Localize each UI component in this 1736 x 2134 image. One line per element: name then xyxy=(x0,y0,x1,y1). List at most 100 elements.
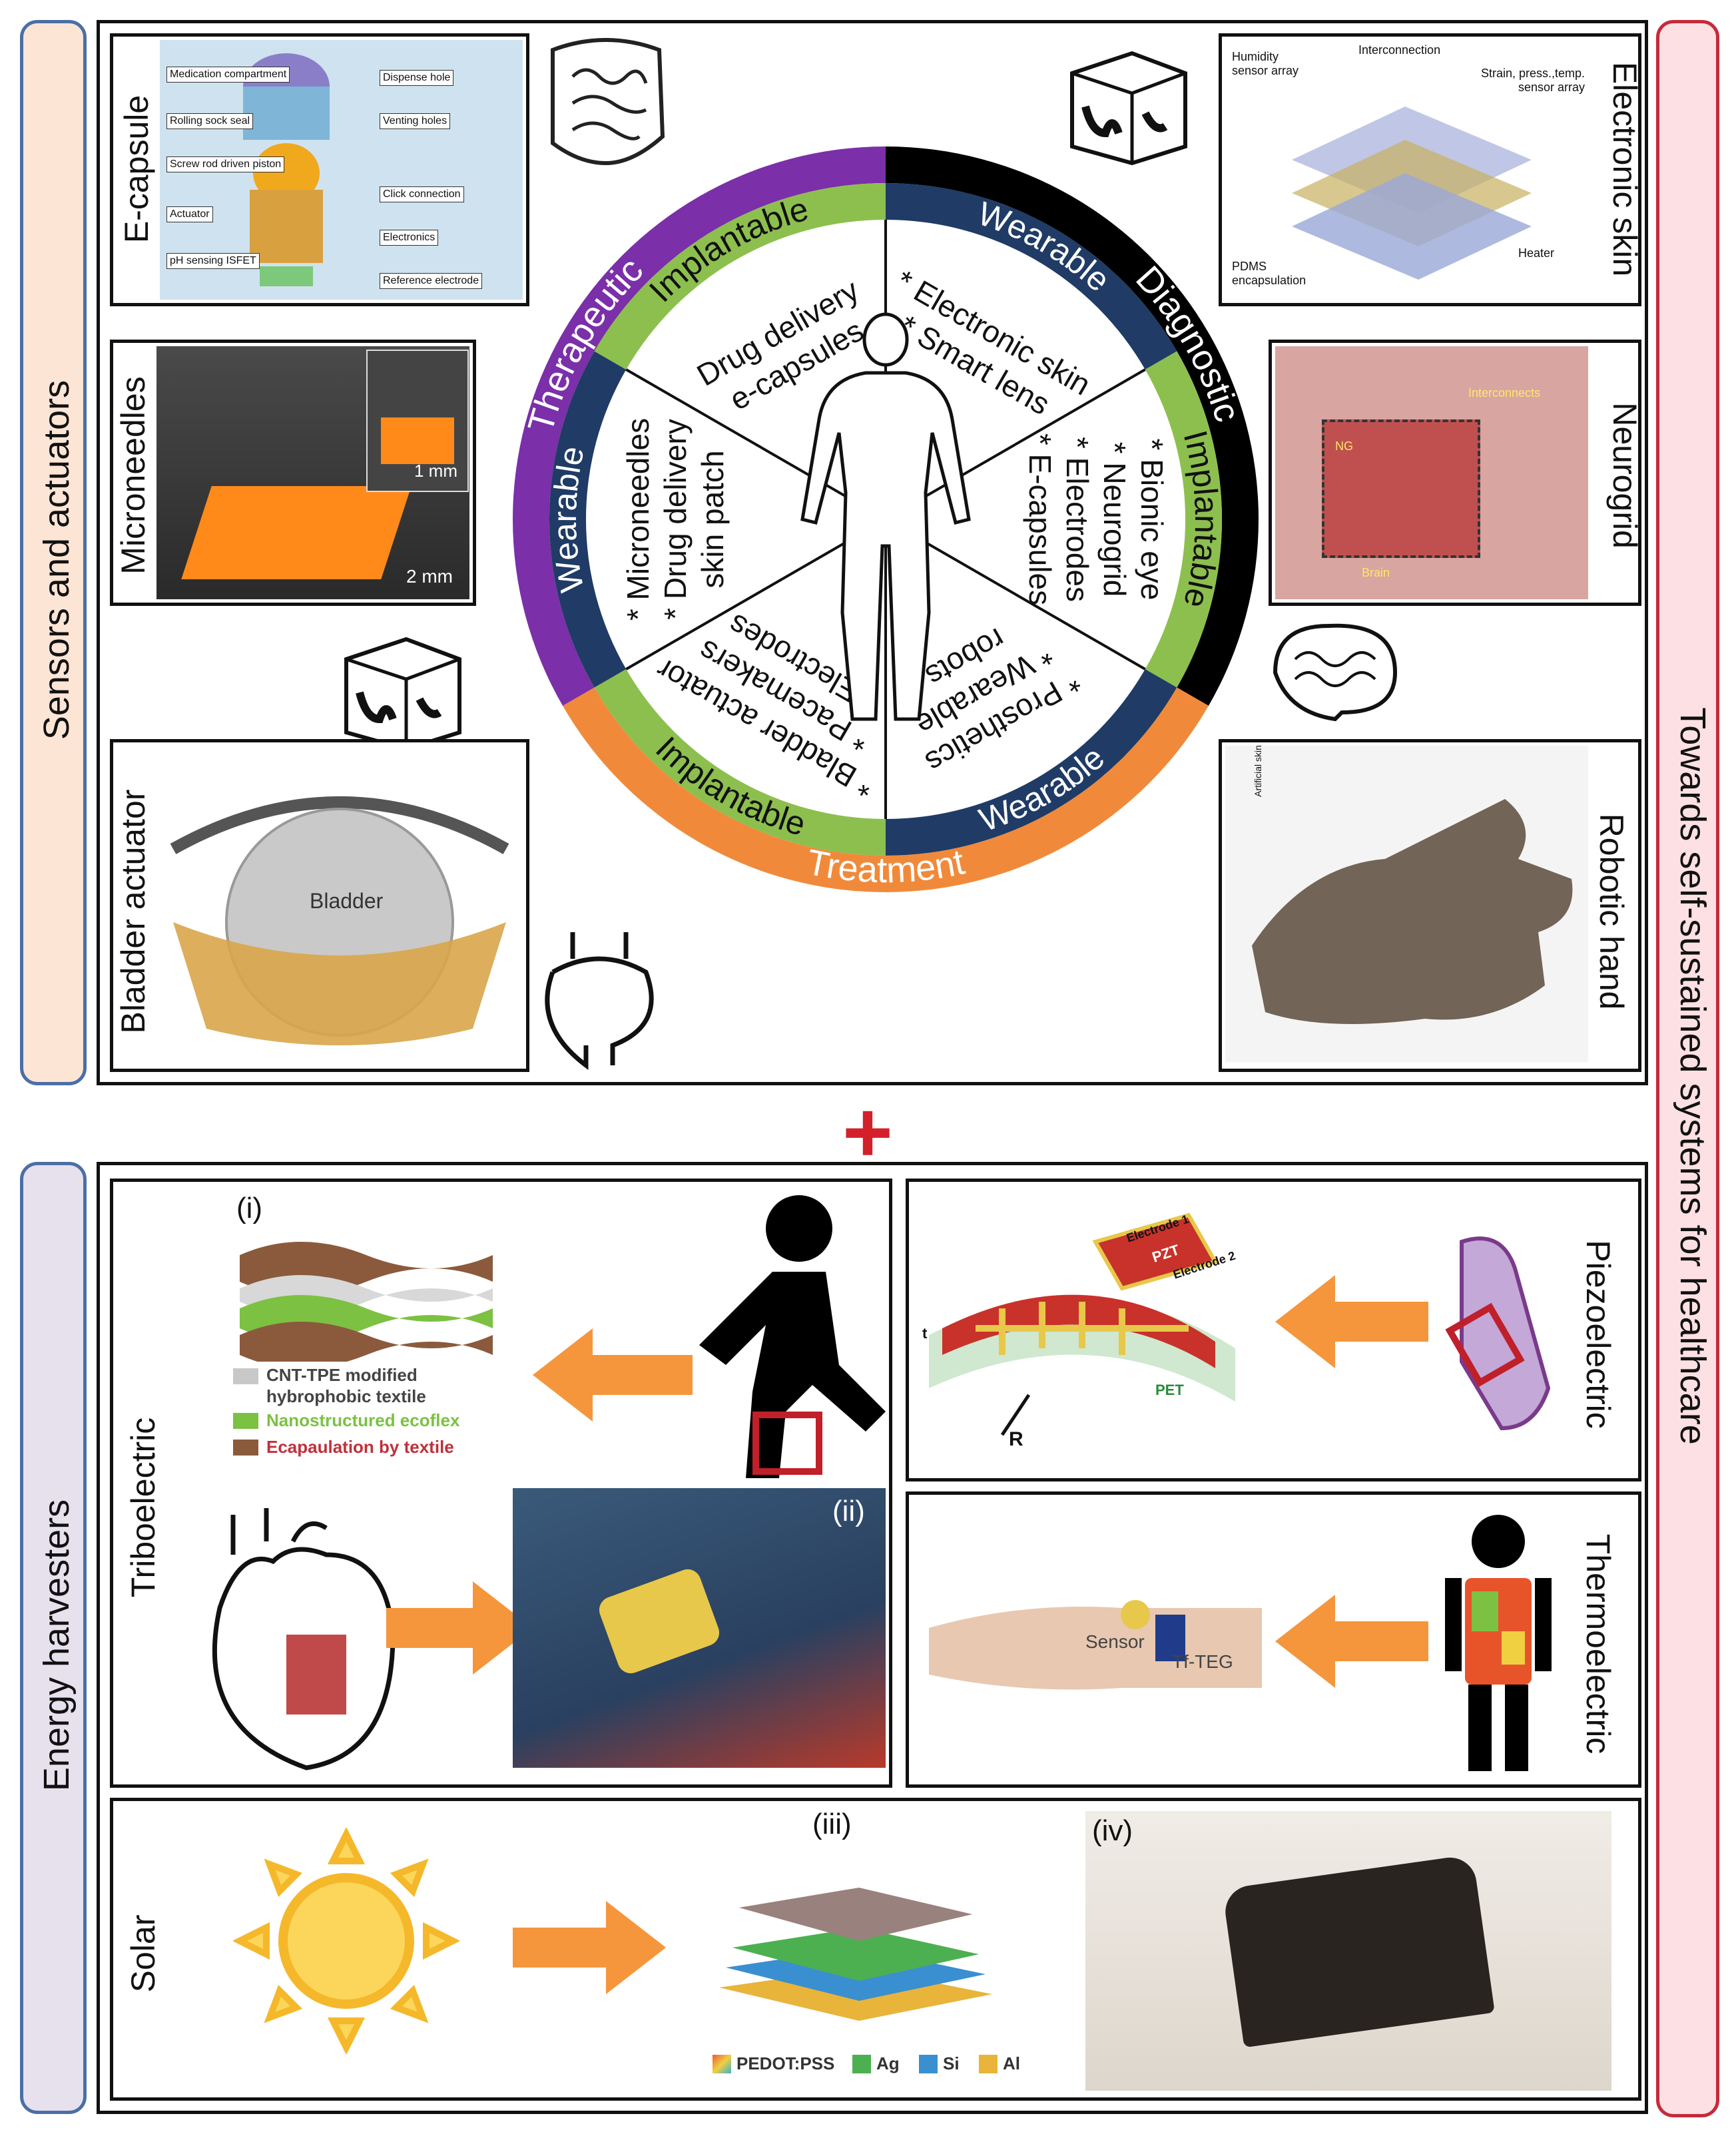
bladder-title: Bladder actuator xyxy=(115,789,152,1034)
ecap-label-7: Electronics xyxy=(380,230,439,246)
seg-ther-implantable xyxy=(594,183,886,370)
neurogrid-title: Neurogrid xyxy=(1606,402,1643,549)
bladder-panel: Bladder actuator Bladder xyxy=(110,739,529,1072)
neurogrid-panel: Neurogrid Interconnects NG Brain xyxy=(1269,340,1643,606)
ecap-label-6: Actuator xyxy=(166,206,213,222)
application-wheel: DiagnosticTherapeuticTreatmentWearableIm… xyxy=(513,146,1259,892)
seg-treat-implantable xyxy=(594,669,886,856)
eskin-panel: Electronic skin Humidity sensor array In… xyxy=(1219,33,1643,306)
items-ther-wearable-line: * Drug delivery xyxy=(658,419,693,620)
seg-diag-wearable xyxy=(886,183,1177,370)
solar-arrow xyxy=(513,1901,666,1994)
skin-icon-right xyxy=(1059,33,1199,166)
microneedles-scale-1: 1 mm xyxy=(414,461,457,481)
microneedles-scale-2: 2 mm xyxy=(406,566,453,587)
eskin-figure: Humidity sensor array Interconnection St… xyxy=(1225,40,1588,300)
ecapsule-illustration xyxy=(243,53,330,286)
eskin-label-4: PDMS encapsulation xyxy=(1232,260,1306,287)
ecap-label-3: Venting holes xyxy=(380,113,451,129)
towards-side-panel: Towards self-sustained systems for healt… xyxy=(1656,20,1719,2117)
energy-side-label: Energy harvesters xyxy=(37,1499,77,1792)
solar-legend-1: Ag xyxy=(876,2053,900,2073)
energy-side-panel: Energy harvesters xyxy=(20,1162,87,2114)
flexible-solar-photo: (iv) xyxy=(1085,1811,1611,2091)
intestine-icon xyxy=(533,37,679,176)
wheel-ring: DiagnosticTherapeuticTreatmentWearableIm… xyxy=(513,146,1259,892)
ecap-label-2: Rolling sock seal xyxy=(166,113,254,129)
tribo-legend-2: Nanostructured ecoflex xyxy=(266,1410,460,1430)
items-ther-wearable: * Microneedles* Drug deliveryskin patch xyxy=(621,418,730,621)
solar-legend: PEDOT:PSS Ag Si Al xyxy=(713,2051,1059,2077)
eskin-label-0: Humidity sensor array xyxy=(1232,50,1299,77)
eskin-label-2: Strain, press.,temp. sensor array xyxy=(1480,67,1585,94)
robotic-title: Robotic hand xyxy=(1593,813,1630,1010)
skin-icon-left xyxy=(333,619,473,752)
items-ther-wearable-line: skin patch xyxy=(695,450,730,588)
heat-map-person-icon xyxy=(1445,1515,1552,1771)
human-body-icon xyxy=(800,312,971,721)
piezo-label-4: R xyxy=(1009,1428,1023,1450)
items-diag-implantable-line: * Neurogrid xyxy=(1097,442,1132,597)
walking-person-icon xyxy=(699,1195,886,1478)
sun-icon xyxy=(233,1828,459,2054)
items-diag-implantable-line: * E-capsules xyxy=(1023,433,1057,605)
seg-ther-wearable xyxy=(549,351,627,688)
piezo-label-3: t xyxy=(922,1325,928,1342)
piezo-title: Piezoelectric xyxy=(1580,1240,1617,1429)
wheel-spoke xyxy=(884,368,1146,521)
ring-treatment xyxy=(563,687,1209,892)
solar-label-iv: (iv) xyxy=(1092,1814,1133,1847)
tribo-legend-3: Ecapaulation by textile xyxy=(266,1437,454,1457)
tribo-legend-0: CNT-TPE modified xyxy=(266,1365,418,1385)
seg-treat-wearable xyxy=(886,669,1177,856)
microneedles-panel: Microneedles 1 mm 2 mm xyxy=(110,340,476,606)
tribo-label-ii: (ii) xyxy=(832,1495,865,1527)
neurogrid-photo: Interconnects NG Brain xyxy=(1275,346,1588,599)
thermo-panel: Thermoelectric Sensor Tf-TEG xyxy=(906,1491,1641,1788)
sensors-side-label: Sensors and actuators xyxy=(37,380,77,740)
knee-icon xyxy=(1445,1236,1551,1431)
tribo-panel: Triboelectric (i) CNT-TPE modified hybro… xyxy=(110,1179,892,1788)
solar-label-iii: (iii) xyxy=(812,1808,852,1840)
tribo-label-i: (i) xyxy=(236,1192,263,1224)
ecap-label-1: Dispense hole xyxy=(380,70,454,86)
items-diag-implantable-line: * Electrodes xyxy=(1060,437,1095,602)
ecap-label-5: Click connection xyxy=(380,186,464,202)
items-ther-wearable-line: * Microneedles xyxy=(621,418,655,621)
ring-therapeutic xyxy=(513,146,886,706)
neurogrid-label-1: NG xyxy=(1335,439,1353,453)
piezo-label-5: PET xyxy=(1155,1382,1184,1398)
eskin-title: Electronic skin xyxy=(1606,61,1643,277)
bladder-figure: Bladder xyxy=(160,749,519,1062)
items-diag-implantable: * Bionic eye* Neurogrid* Electrodes* E-c… xyxy=(1023,433,1169,605)
thermo-label-1: Tf-TEG xyxy=(1172,1651,1233,1672)
tribo-arrow-1 xyxy=(533,1328,693,1422)
towards-side-label: Towards self-sustained systems for healt… xyxy=(1673,707,1713,1445)
robotic-panel: Robotic hand Artificial skin xyxy=(1219,739,1641,1072)
surgery-photo: (ii) xyxy=(513,1488,886,1768)
solar-panel: Solar (iii) PEDOT:PSS Ag Si Al xyxy=(110,1798,1641,2101)
bladder-label: Bladder xyxy=(310,889,384,913)
sensors-side-panel: Sensors and actuators xyxy=(20,20,87,1085)
brain-icon xyxy=(1262,613,1408,726)
ecap-label-4: Screw rod driven piston xyxy=(166,156,285,172)
wheel-spoke xyxy=(884,518,1146,670)
ring-diagnostic xyxy=(886,146,1259,706)
neurogrid-label-0: Interconnects xyxy=(1468,386,1541,400)
neurogrid-label-2: Brain xyxy=(1362,566,1390,579)
items-diag-implantable-line: * Bionic eye xyxy=(1135,439,1169,601)
microneedles-photo: 1 mm 2 mm xyxy=(156,346,469,599)
solar-legend-3: Al xyxy=(1003,2053,1020,2073)
solar-title: Solar xyxy=(125,1914,162,1993)
solar-legend-2: Si xyxy=(943,2053,960,2073)
eskin-label-3: Heater xyxy=(1518,246,1555,260)
piezo-arrow xyxy=(1275,1275,1428,1368)
solar-legend-0: PEDOT:PSS xyxy=(736,2053,835,2073)
wheel-spoke xyxy=(625,368,887,521)
ecapsule-panel: E-capsule Medication compartment Dispens… xyxy=(110,33,529,306)
seg-diag-implantable xyxy=(1145,351,1222,688)
wheel-spoke xyxy=(625,518,887,670)
ecap-label-0: Medication compartment xyxy=(166,67,290,83)
bladder-icon xyxy=(533,919,666,1072)
ecapsule-title: E-capsule xyxy=(118,95,155,244)
